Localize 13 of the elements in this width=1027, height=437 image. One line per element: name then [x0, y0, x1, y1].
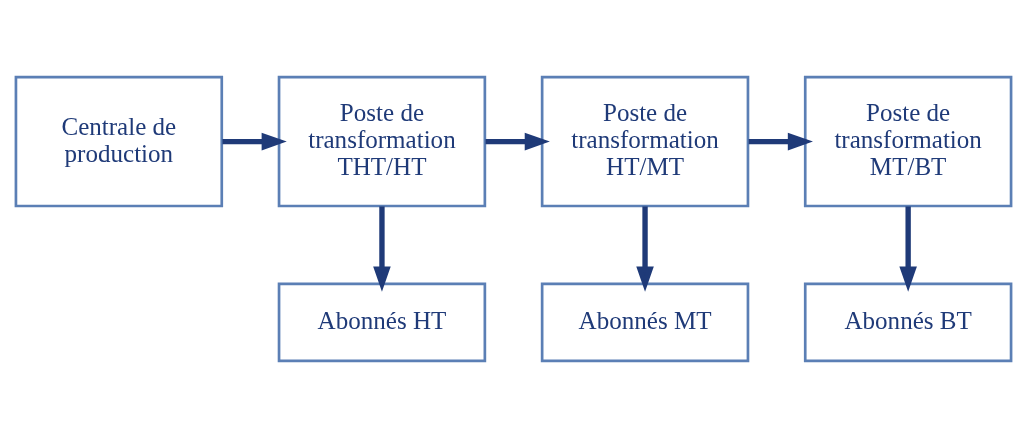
node-box: Poste de transformation THT/HT: [277, 75, 487, 207]
node-box: Centrale de production: [14, 75, 224, 207]
arrow: [485, 132, 550, 150]
node-box: Abonnés BT: [803, 282, 1013, 362]
node-box: Abonnés HT: [277, 282, 487, 362]
arrow: [748, 132, 813, 150]
node-box: Abonnés MT: [540, 282, 750, 362]
arrow: [636, 205, 654, 292]
node-box: Poste de transformation HT/MT: [540, 75, 750, 207]
node-box: Poste de transformation MT/BT: [803, 75, 1013, 207]
arrow: [899, 205, 917, 292]
arrow: [222, 132, 287, 150]
arrow: [373, 205, 391, 292]
